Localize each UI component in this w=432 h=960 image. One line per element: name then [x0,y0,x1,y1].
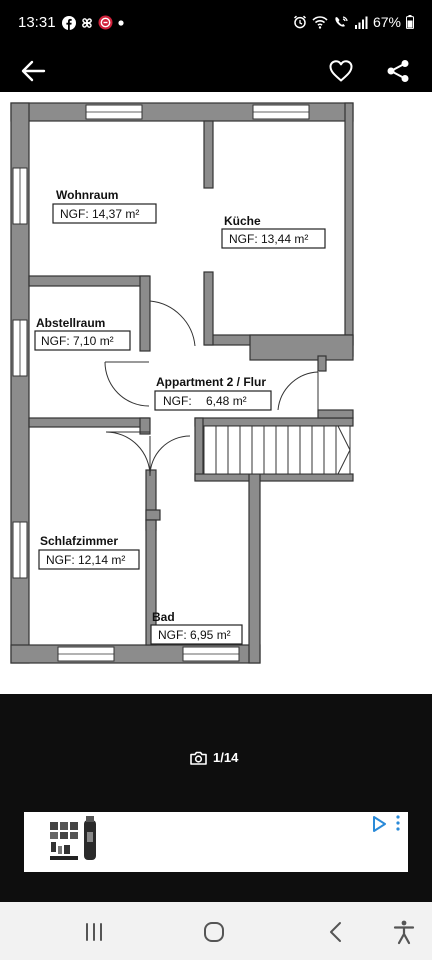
dot-icon [118,19,124,26]
status-bar: 13:31 67% [0,0,432,48]
floorplan-image[interactable]: Wohnraum NGF: 14,37 m² Küche NGF: 13,44 … [0,92,432,694]
status-notification-icons [62,15,125,30]
room-area-flur-value: 6,48 m² [206,394,247,408]
room-name-wohnraum: Wohnraum [56,188,118,202]
system-nav-bar [0,902,432,960]
battery-icon [406,15,414,29]
home-icon[interactable] [200,918,228,946]
battery-percentage: 67% [372,14,401,30]
recent-apps-icon[interactable] [80,918,108,946]
wifi-calling-icon [335,16,348,27]
status-time: 13:31 [18,14,56,31]
room-name-schlafzimmer: Schlafzimmer [40,534,118,548]
room-area-bad: NGF: 6,95 m² [158,628,231,642]
ad-content [50,815,400,860]
ad-banner[interactable] [24,812,408,872]
ad-choices-icon [373,816,386,832]
room-area-wohnraum: NGF: 14,37 m² [60,207,139,221]
floorplan-drawing: Wohnraum NGF: 14,37 m² Küche NGF: 13,44 … [10,102,354,664]
back-icon[interactable] [322,918,350,946]
app-bar [0,48,432,92]
room-name-abstellraum: Abstellraum [36,316,105,330]
room-area-flur-label: NGF: [163,394,192,408]
heart-icon[interactable] [328,59,354,83]
camera-icon [190,751,207,765]
room-area-kueche: NGF: 13,44 m² [229,232,308,246]
pinwheel-icon [82,17,92,28]
room-area-schlafzimmer: NGF: 12,14 m² [46,553,125,567]
wifi-icon [312,16,328,29]
status-right: 67% [293,14,414,30]
image-counter: 1/14 [190,750,238,765]
alarm-icon [293,15,306,29]
room-name-flur: Appartment 2 / Flur [156,375,266,389]
ad-product-image [50,816,96,860]
share-icon[interactable] [386,59,410,83]
more-vert-icon [396,815,400,831]
image-counter-text: 1/14 [213,750,239,765]
accessibility-icon[interactable] [390,918,418,946]
back-arrow-icon[interactable] [20,60,46,82]
room-name-bad: Bad [152,610,175,624]
facebook-icon [62,15,76,30]
room-name-kueche: Küche [224,214,261,228]
signal-icon [354,16,368,29]
room-area-abstellraum: NGF: 7,10 m² [41,334,114,348]
app-notification-icon [98,15,113,30]
